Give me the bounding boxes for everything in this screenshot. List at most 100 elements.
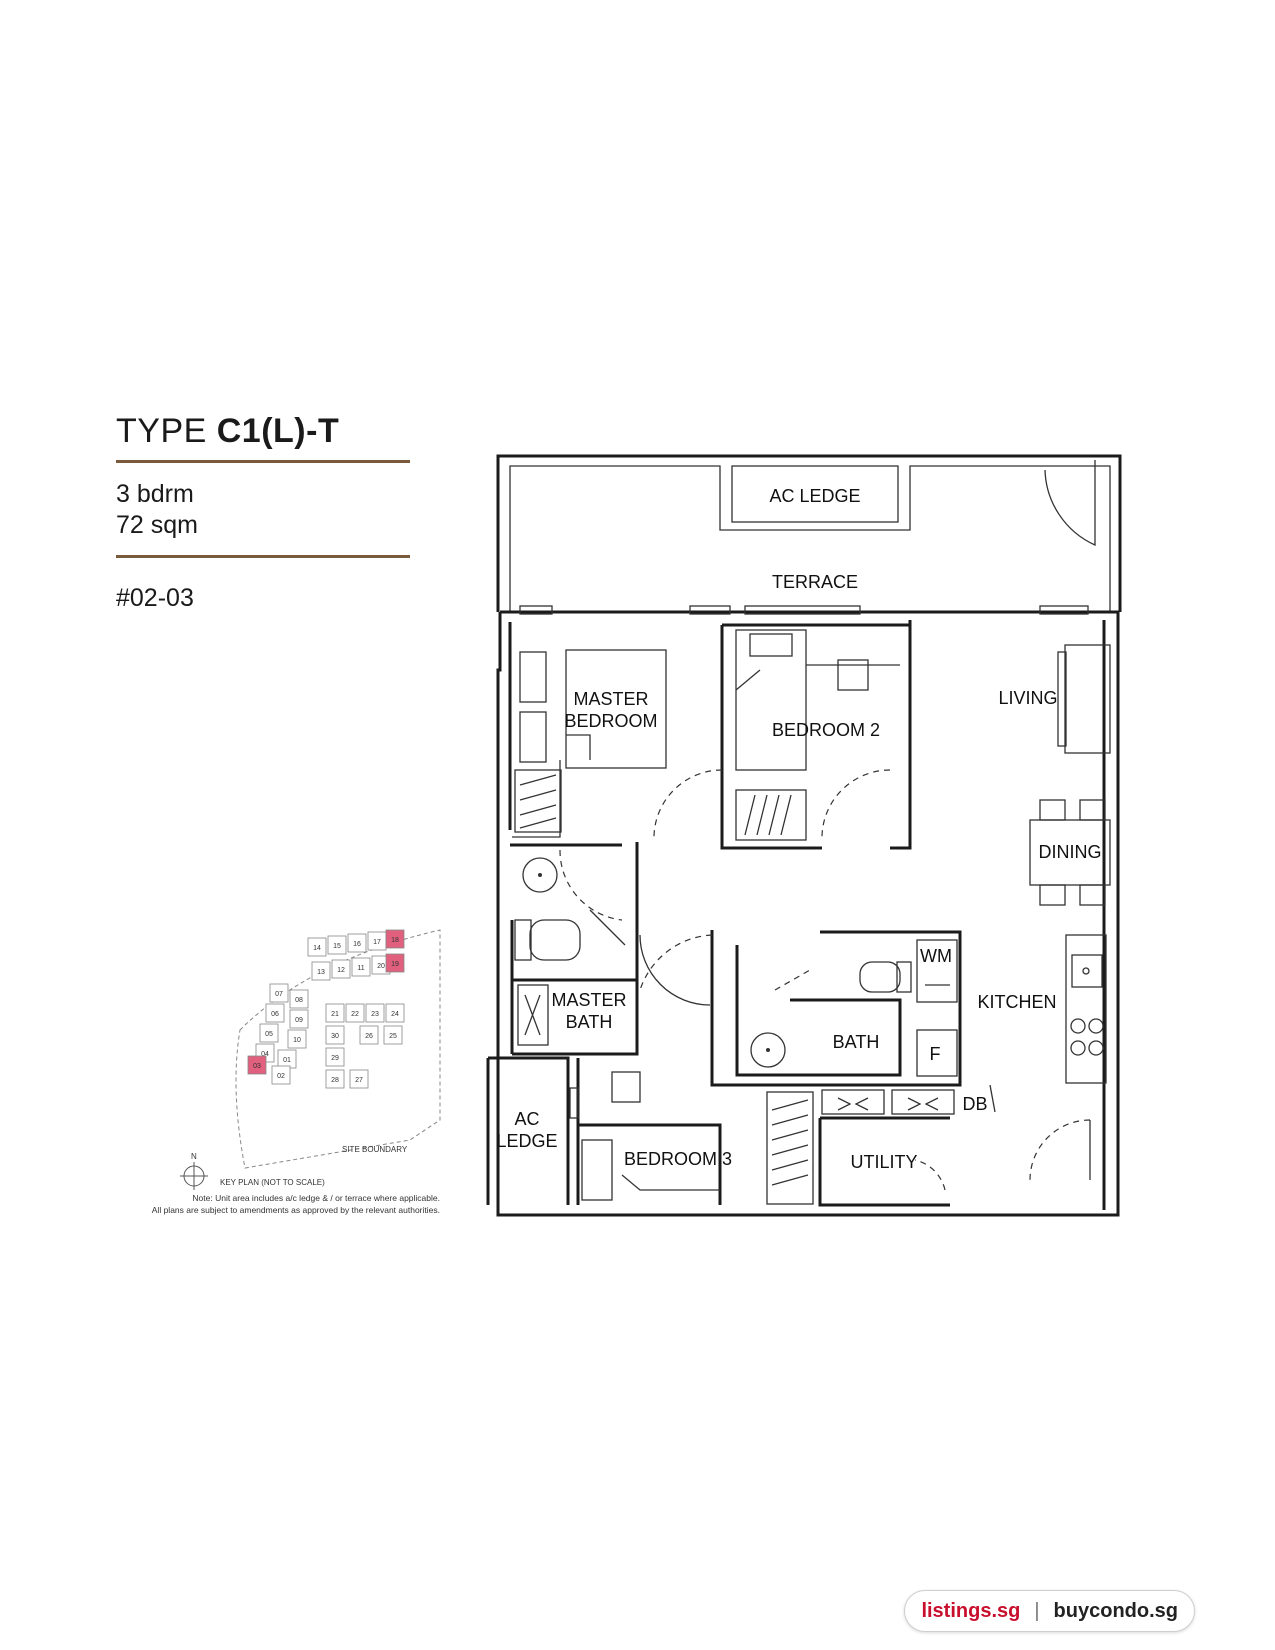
room-bedroom-3: BEDROOM 3: [624, 1149, 732, 1169]
key-unit-label: 17: [373, 939, 381, 946]
room-master-bath-line1: MASTER: [551, 990, 626, 1010]
room-wm: WM: [920, 946, 952, 966]
key-unit-label: 27: [355, 1077, 363, 1084]
service-cabinets: [766, 1084, 996, 1205]
key-unit-label: 11: [357, 965, 364, 972]
room-db: DB: [962, 1094, 987, 1114]
master-bedroom-furniture: [514, 649, 667, 833]
key-unit-label: 14: [313, 945, 321, 952]
bath-fixtures: [750, 939, 958, 1077]
key-unit-label: 02: [277, 1073, 285, 1080]
key-unit-cell: [327, 935, 347, 955]
bedroom-count: 3 bdrm: [116, 480, 194, 508]
room-dining: DINING: [1039, 842, 1102, 862]
unit-area: 72 sqm: [116, 511, 198, 539]
key-plan-label: KEY PLAN (NOT TO SCALE): [220, 1178, 325, 1187]
footer-branding: listings.sg | buycondo.sg: [904, 1590, 1195, 1632]
key-unit-label: 01: [283, 1057, 291, 1064]
key-unit-label: 21: [331, 1011, 339, 1018]
room-master-bedroom-line1: MASTER: [573, 689, 648, 709]
key-unit-cell: [351, 957, 371, 977]
note-line-1: Note: Unit area includes a/c ledge & / o…: [192, 1193, 440, 1203]
key-unit-cell: [359, 1025, 379, 1045]
key-unit-label: 08: [295, 997, 303, 1004]
north-label: N: [191, 1152, 197, 1161]
key-unit-cell: [289, 1009, 309, 1029]
key-unit-label: 13: [317, 969, 325, 976]
key-unit-label: 29: [331, 1055, 339, 1062]
room-terrace: TERRACE: [772, 572, 858, 592]
key-unit-label: 03: [253, 1063, 261, 1070]
key-unit-label: 09: [295, 1017, 303, 1024]
key-unit-label: 28: [331, 1077, 339, 1084]
key-unit-cell: [331, 959, 351, 979]
unit-number: #02-03: [116, 584, 194, 612]
key-unit-label: 18: [391, 937, 399, 944]
type-code: C1(L)-T: [216, 412, 340, 450]
room-f: F: [930, 1044, 941, 1064]
key-unit-label: 15: [333, 943, 341, 950]
room-ac-ledge-top: AC LEDGE: [769, 486, 860, 506]
key-unit-cell: [383, 1025, 403, 1045]
key-unit-label: 06: [271, 1011, 279, 1018]
key-unit-label: 25: [389, 1033, 397, 1040]
divider-top: [116, 460, 410, 463]
site-boundary-label: SITE BOUNDARY: [342, 1145, 408, 1154]
room-master-bedroom-line2: BEDROOM: [564, 711, 657, 731]
key-unit-label: 24: [391, 1011, 399, 1018]
ac-ledge-top-box: [731, 465, 899, 523]
unit-walls: [486, 610, 1120, 1217]
key-unit-label: 23: [371, 1011, 379, 1018]
bedroom2-furniture: [735, 629, 900, 841]
key-unit-label: 16: [353, 941, 361, 948]
key-unit-cell: [365, 1003, 385, 1023]
room-bath: BATH: [833, 1032, 880, 1052]
key-unit-label: 04: [261, 1051, 269, 1058]
key-unit-label: 30: [331, 1033, 339, 1040]
key-unit-cell: [325, 1069, 345, 1089]
windows: [519, 605, 1089, 615]
type-prefix: TYPE: [116, 412, 217, 450]
door-swings: [559, 769, 1091, 1191]
key-unit-label: 22: [351, 1011, 359, 1018]
footer-site-2[interactable]: buycondo.sg: [1053, 1599, 1178, 1622]
footer-site-1[interactable]: listings.sg: [921, 1599, 1021, 1622]
key-unit-label: 26: [365, 1033, 373, 1040]
room-ac-ledge-bottom-line2: LEDGE: [496, 1131, 557, 1151]
key-unit-cell: [345, 1003, 365, 1023]
key-unit-cell: [385, 953, 405, 973]
key-unit-cell: [259, 1023, 279, 1043]
key-unit-cell: [287, 1029, 307, 1049]
key-unit-cell: [289, 989, 309, 1009]
north-arrow-icon: [180, 1162, 208, 1190]
key-unit-cell: [349, 1069, 369, 1089]
master-bath-fixtures: [514, 857, 581, 1046]
note-line-2: All plans are subject to amendments as a…: [152, 1205, 440, 1215]
room-kitchen: KITCHEN: [977, 992, 1056, 1012]
key-unit-cell: [265, 1003, 285, 1023]
key-unit-cell: [247, 1055, 267, 1075]
key-unit-cell: [325, 1047, 345, 1067]
terrace-outline: [496, 454, 1122, 612]
unit-type-title: TYPE C1(L)-T: [116, 412, 339, 451]
key-unit-cell: [347, 933, 367, 953]
room-ac-ledge-bottom-line1: AC: [514, 1109, 539, 1129]
living-dining-furniture: [1029, 644, 1111, 1084]
divider-bottom: [116, 555, 410, 558]
key-unit-cell: [269, 983, 289, 1003]
key-unit-cell: [325, 1025, 345, 1045]
key-unit-label: 19: [391, 961, 399, 968]
key-unit-label: 05: [265, 1031, 273, 1038]
key-unit-label: 20: [377, 963, 385, 970]
key-unit-cell: [311, 961, 331, 981]
key-unit-cell: [385, 929, 405, 949]
key-unit-cell: [385, 1003, 405, 1023]
bedroom3-furniture: [569, 1071, 720, 1201]
key-unit-label: 07: [275, 991, 283, 998]
key-unit-cell: [271, 1065, 291, 1085]
key-unit-cell: [307, 937, 327, 957]
room-master-bath-line2: BATH: [566, 1012, 613, 1032]
